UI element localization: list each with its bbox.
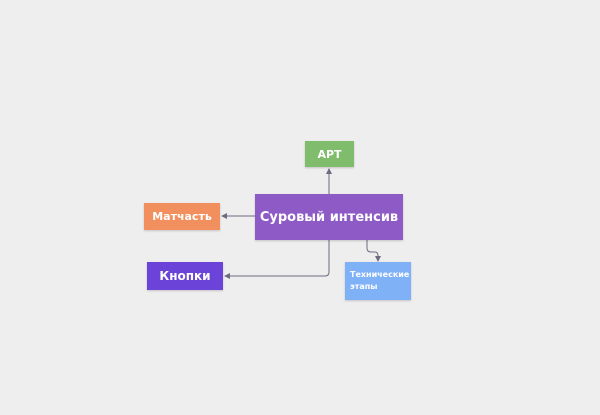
node-matchast[interactable]: Матчасть <box>144 203 220 230</box>
node-art[interactable]: АРТ <box>305 141 354 167</box>
node-central-label: Суровый интенсив <box>259 209 399 225</box>
connector-to-knopki <box>224 240 330 279</box>
node-technical-label: Технические этапы <box>350 270 410 291</box>
node-technical-stages[interactable]: Технические этапы <box>345 262 411 300</box>
node-art-label: АРТ <box>317 147 342 161</box>
node-matchast-label: Матчасть <box>152 210 212 223</box>
connector-to-technical <box>366 240 381 262</box>
node-knopki[interactable]: Кнопки <box>147 262 223 290</box>
node-central-topic[interactable]: Суровый интенсив <box>255 194 403 240</box>
node-knopki-label: Кнопки <box>159 269 211 283</box>
